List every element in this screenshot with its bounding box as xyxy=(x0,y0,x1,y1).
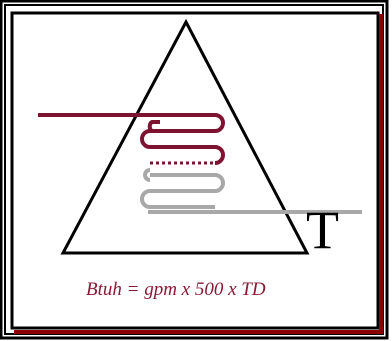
border-shadow-bottom xyxy=(14,330,383,334)
return-coil-start xyxy=(145,170,150,180)
temperature-axis-label: T xyxy=(306,203,339,257)
border-shadow-right xyxy=(379,14,383,332)
temperature-triangle xyxy=(63,22,307,253)
return-coil xyxy=(142,175,223,207)
formula-text: Btuh = gpm x 500 x TD xyxy=(86,279,316,301)
